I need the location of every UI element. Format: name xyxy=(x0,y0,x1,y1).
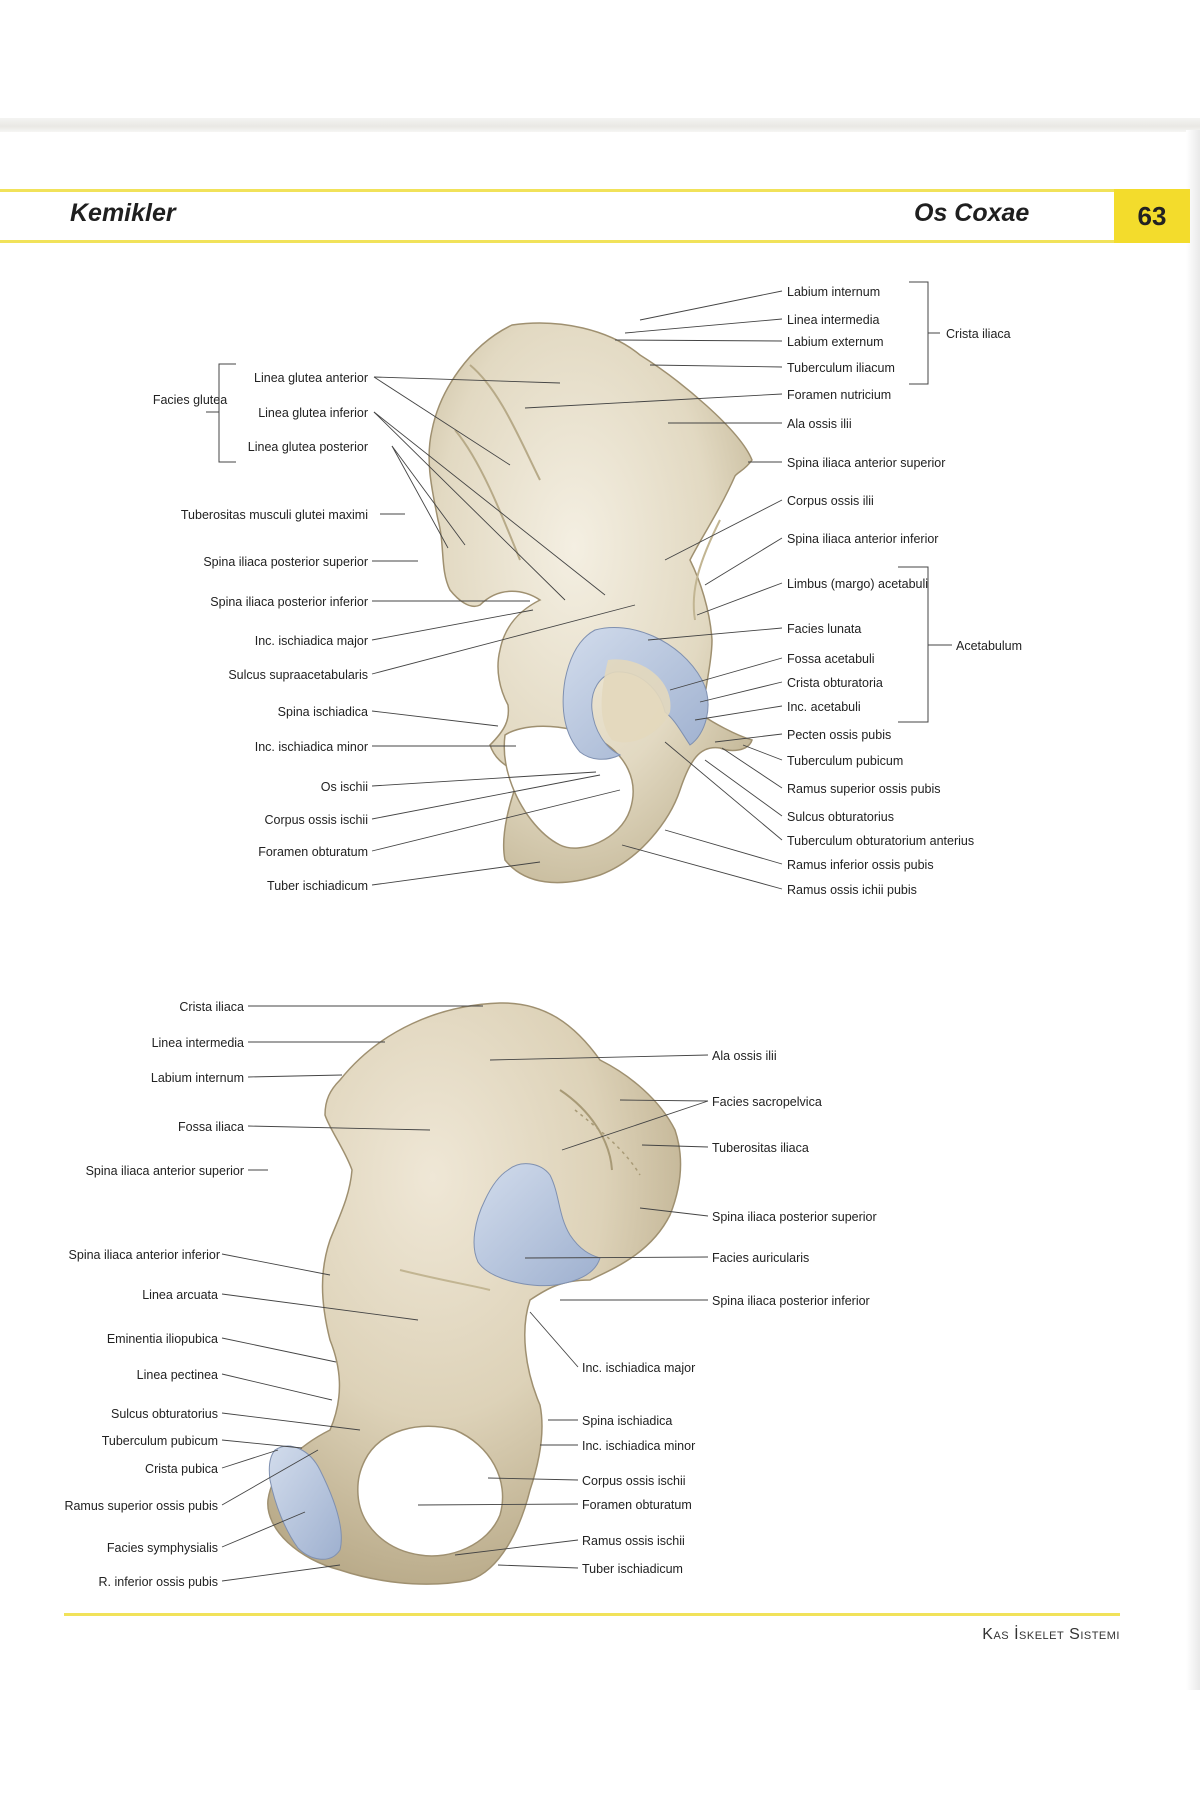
label-b-tuberculum-pubicum: Tuberculum pubicum xyxy=(102,1434,218,1448)
label-b-linea-intermedia: Linea intermedia xyxy=(152,1036,244,1050)
label-crista-iliaca-group: Crista iliaca xyxy=(946,327,1011,341)
label-b-ala-ossis-ilii: Ala ossis ilii xyxy=(712,1049,777,1063)
label-b-crista-pubica: Crista pubica xyxy=(145,1462,218,1476)
label-ramus-superior-ossis-pubis: Ramus superior ossis pubis xyxy=(787,782,941,796)
page-number: 63 xyxy=(1114,189,1190,243)
label-tuberculum-pubicum: Tuberculum pubicum xyxy=(787,754,903,768)
label-b-linea-arcuata: Linea arcuata xyxy=(142,1288,218,1302)
label-b-spina-iliaca-posterior-superior: Spina iliaca posterior superior xyxy=(712,1210,877,1224)
footer-rule xyxy=(64,1613,1120,1616)
label-b-fossa-iliaca: Fossa iliaca xyxy=(178,1120,244,1134)
label-b-ramus-ossis-ischii: Ramus ossis ischii xyxy=(582,1534,685,1548)
bottom-right-leaders xyxy=(417,1054,709,1569)
label-limbus-acetabuli: Limbus (margo) acetabuli xyxy=(787,577,928,591)
label-facies-lunata: Facies lunata xyxy=(787,622,861,636)
top-left-labels: Facies glutea Linea glutea anterior Line… xyxy=(153,371,368,893)
top-left-leaders xyxy=(371,376,636,886)
label-b-corpus-ossis-ischii: Corpus ossis ischii xyxy=(582,1474,686,1488)
top-right-labels: Labium internum Linea intermedia Labium … xyxy=(787,285,1022,897)
label-ramus-inferior-ossis-pubis: Ramus inferior ossis pubis xyxy=(787,858,934,872)
label-corpus-ossis-ischii: Corpus ossis ischii xyxy=(264,813,368,827)
label-b-linea-pectinea: Linea pectinea xyxy=(137,1368,218,1382)
label-spina-iliaca-posterior-inferior: Spina iliaca posterior inferior xyxy=(210,595,368,609)
label-spina-iliaca-posterior-superior: Spina iliaca posterior superior xyxy=(203,555,368,569)
header-rule-bottom xyxy=(0,240,1114,243)
label-spina-ischiadica: Spina ischiadica xyxy=(278,705,368,719)
label-spina-iliaca-anterior-inferior: Spina iliaca anterior inferior xyxy=(787,532,938,546)
top-left-bracket xyxy=(206,363,236,463)
section-title: Os Coxae xyxy=(914,199,1030,227)
label-inc-ischiadica-major: Inc. ischiadica major xyxy=(255,634,368,648)
label-b-ramus-superior-ossis-pubis: Ramus superior ossis pubis xyxy=(64,1499,218,1513)
label-linea-glutea-anterior: Linea glutea anterior xyxy=(254,371,368,385)
label-fossa-acetabuli: Fossa acetabuli xyxy=(787,652,875,666)
label-ala-ossis-ilii: Ala ossis ilii xyxy=(787,417,852,431)
label-tuberositas-glutei-maximi: Tuberositas musculi glutei maximi xyxy=(181,508,368,522)
label-corpus-ossis-ilii: Corpus ossis ilii xyxy=(787,494,874,508)
label-tuber-ischiadicum: Tuber ischiadicum xyxy=(267,879,368,893)
label-linea-intermedia: Linea intermedia xyxy=(787,313,879,327)
footer-book-title: Kas İskelet Sistemi xyxy=(982,1626,1120,1643)
label-tuberculum-obturatorium-anterius: Tuberculum obturatorium anterius xyxy=(787,834,974,848)
label-b-facies-sacropelvica: Facies sacropelvica xyxy=(712,1095,822,1109)
label-b-tuberositas-iliaca: Tuberositas iliaca xyxy=(712,1141,809,1155)
bottom-left-leaders xyxy=(221,1005,483,1582)
header-rule-top xyxy=(0,189,1114,192)
scan-band xyxy=(0,118,1200,132)
label-b-eminentia-iliopubica: Eminentia iliopubica xyxy=(107,1332,218,1346)
label-labium-internum: Labium internum xyxy=(787,285,880,299)
label-inc-ischiadica-minor: Inc. ischiadica minor xyxy=(255,740,368,754)
label-pecten-ossis-pubis: Pecten ossis pubis xyxy=(787,728,891,742)
label-b-facies-symphysialis: Facies symphysialis xyxy=(107,1541,218,1555)
label-sulcus-supraacetabularis: Sulcus supraacetabularis xyxy=(228,668,368,682)
label-b-spina-iliaca-anterior-superior: Spina iliaca anterior superior xyxy=(86,1164,244,1178)
label-b-foramen-obturatum: Foramen obturatum xyxy=(582,1498,692,1512)
label-linea-glutea-posterior: Linea glutea posterior xyxy=(248,440,368,454)
label-sulcus-obturatorius: Sulcus obturatorius xyxy=(787,810,894,824)
top-hip-bone-illustration xyxy=(428,322,753,884)
label-linea-glutea-inferior: Linea glutea inferior xyxy=(258,406,368,420)
chapter-title: Kemikler xyxy=(70,199,176,227)
label-b-labium-internum: Labium internum xyxy=(151,1071,244,1085)
label-foramen-nutricium: Foramen nutricium xyxy=(787,388,891,402)
bottom-left-labels: Crista iliaca Linea intermedia Labium in… xyxy=(64,1000,244,1589)
label-b-spina-iliaca-anterior-inferior: Spina iliaca anterior inferior xyxy=(69,1248,220,1262)
label-b-crista-iliaca: Crista iliaca xyxy=(179,1000,244,1014)
bottom-hip-bone-illustration xyxy=(267,1002,682,1585)
label-b-inc-ischiadica-major: Inc. ischiadica major xyxy=(582,1361,695,1375)
label-b-inc-ischiadica-minor: Inc. ischiadica minor xyxy=(582,1439,695,1453)
label-b-spina-ischiadica: Spina ischiadica xyxy=(582,1414,672,1428)
label-spina-iliaca-anterior-superior: Spina iliaca anterior superior xyxy=(787,456,945,470)
label-crista-obturatoria: Crista obturatoria xyxy=(787,676,883,690)
label-os-ischii: Os ischii xyxy=(321,780,368,794)
label-acetabulum-group: Acetabulum xyxy=(956,639,1022,653)
label-ramus-ossis-ichii-pubis: Ramus ossis ichii pubis xyxy=(787,883,917,897)
label-b-facies-auricularis: Facies auricularis xyxy=(712,1251,809,1265)
top-right-brackets xyxy=(898,281,952,723)
label-labium-externum: Labium externum xyxy=(787,335,884,349)
label-inc-acetabuli: Inc. acetabuli xyxy=(787,700,861,714)
label-tuberculum-iliacum: Tuberculum iliacum xyxy=(787,361,895,375)
bottom-right-labels: Ala ossis ilii Facies sacropelvica Tuber… xyxy=(582,1049,877,1576)
page-edge-shadow xyxy=(1186,130,1200,1690)
label-foramen-obturatum: Foramen obturatum xyxy=(258,845,368,859)
top-right-leaders xyxy=(524,290,783,890)
label-b-spina-iliaca-posterior-inferior: Spina iliaca posterior inferior xyxy=(712,1294,870,1308)
label-b-sulcus-obturatorius: Sulcus obturatorius xyxy=(111,1407,218,1421)
label-b-tuber-ischiadicum: Tuber ischiadicum xyxy=(582,1562,683,1576)
label-facies-glutea: Facies glutea xyxy=(153,393,227,407)
label-b-r-inferior-ossis-pubis: R. inferior ossis pubis xyxy=(99,1575,219,1589)
